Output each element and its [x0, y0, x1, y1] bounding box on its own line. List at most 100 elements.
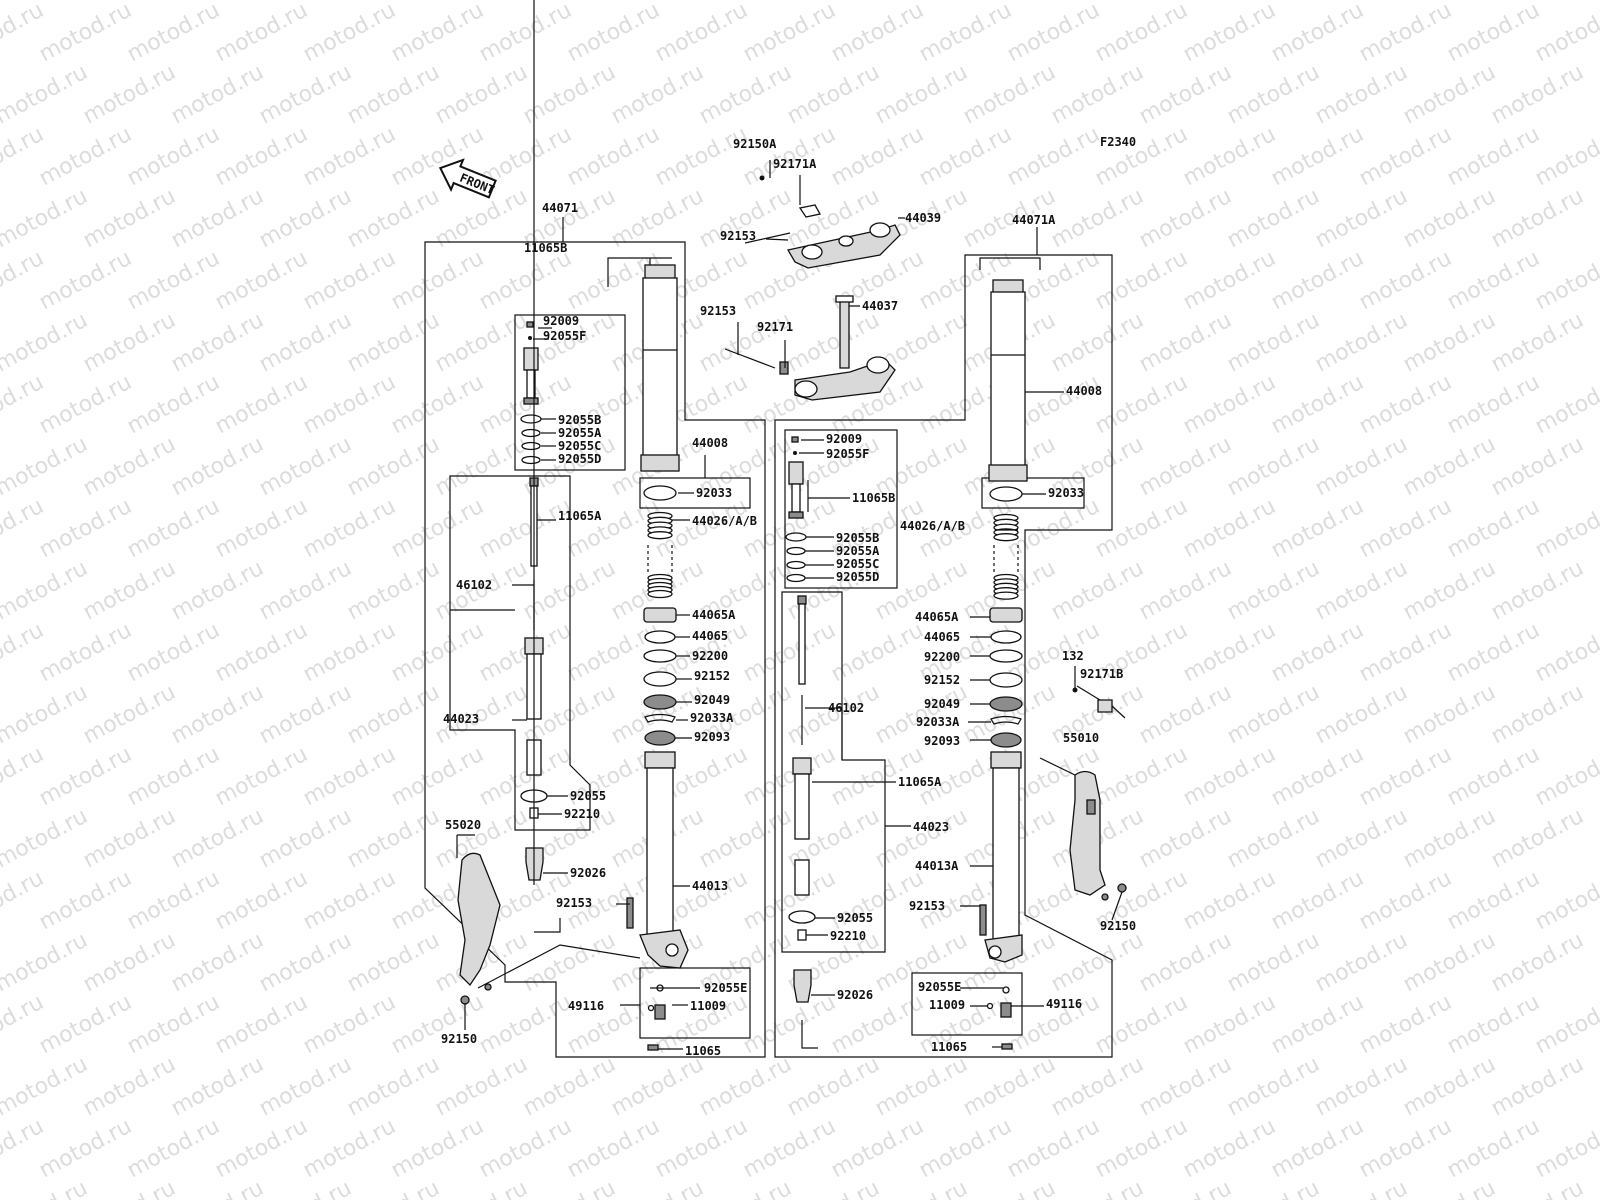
- part-label-r-11065: 11065: [931, 1040, 967, 1054]
- part-label-r-11065b: 11065B: [852, 491, 895, 505]
- watermark-text: motod.ru: [739, 990, 840, 1059]
- watermark-text: motod.ru: [1179, 246, 1280, 315]
- watermark-text: motod.ru: [1047, 308, 1148, 377]
- watermark-text: motod.ru: [519, 1052, 620, 1121]
- part-label-l-11065b: 11065B: [524, 241, 567, 255]
- watermark-text: motod.ru: [1443, 246, 1544, 315]
- left-damper-rod: [520, 0, 548, 885]
- right-cap-assembly: [785, 436, 807, 583]
- left-tube-bracket: [607, 257, 672, 287]
- watermark-text: motod.ru: [35, 246, 136, 315]
- watermark-text: motod.ru: [255, 1052, 356, 1121]
- watermark-text: motod.ru: [1179, 370, 1280, 439]
- watermark-text: motod.ru: [475, 1114, 576, 1183]
- watermark-text: motod.ru: [1003, 1114, 1104, 1183]
- watermark-text: motod.ru: [783, 60, 884, 129]
- left-92033-box: [639, 477, 751, 509]
- watermark-text: motod.ru: [695, 804, 796, 873]
- watermark-text: motod.ru: [255, 0, 356, 5]
- watermark-text: motod.ru: [1267, 246, 1368, 315]
- part-label-r-46102: 46102: [828, 701, 864, 715]
- part-label-l-92026: 92026: [570, 866, 606, 880]
- watermark-text: motod.ru: [0, 680, 92, 749]
- watermark-text: motod.ru: [255, 804, 356, 873]
- watermark-text: motod.ru: [1047, 928, 1148, 997]
- right-spring-44026: [993, 513, 1019, 600]
- part-label-r-92200: 92200: [924, 650, 960, 664]
- watermark-text: motod.ru: [607, 60, 708, 129]
- watermark-text: motod.ru: [739, 618, 840, 687]
- watermark-text: motod.ru: [431, 308, 532, 377]
- part-label-r-92093: 92093: [924, 734, 960, 748]
- watermark-text: motod.ru: [1047, 1176, 1148, 1200]
- watermark-text: motod.ru: [1355, 742, 1456, 811]
- watermark-text: motod.ru: [1443, 494, 1544, 563]
- watermark-text: motod.ru: [871, 0, 972, 5]
- watermark-text: motod.ru: [1355, 990, 1456, 1059]
- watermark-text: motod.ru: [1091, 122, 1192, 191]
- watermark-text: motod.ru: [607, 184, 708, 253]
- watermark-text: motod.ru: [827, 1114, 928, 1183]
- watermark-text: motod.ru: [167, 556, 268, 625]
- part-label-r-92055c: 92055C: [836, 557, 879, 571]
- watermark-text: motod.ru: [343, 556, 444, 625]
- watermark-text: motod.ru: [387, 618, 488, 687]
- left-bolt-92153: [626, 897, 634, 929]
- part-label-l-92210: 92210: [564, 807, 600, 821]
- part-label-l-46102: 46102: [456, 578, 492, 592]
- watermark-text: motod.ru: [607, 1052, 708, 1121]
- watermark-text: motod.ru: [299, 0, 400, 67]
- watermark-text: motod.ru: [1355, 866, 1456, 935]
- part-label-l-92033a: 92033A: [690, 711, 734, 725]
- part-label-r-92009: 92009: [826, 432, 862, 446]
- watermark-text: motod.ru: [343, 928, 444, 997]
- watermark-text: motod.ru: [1223, 308, 1324, 377]
- watermark-text: motod.ru: [1047, 184, 1148, 253]
- watermark-text: motod.ru: [255, 60, 356, 129]
- watermark-text: motod.ru: [79, 1176, 180, 1200]
- watermark-text: motod.ru: [1047, 556, 1148, 625]
- left-axle-parts-box: [639, 967, 751, 1039]
- right-11065: [1001, 1043, 1013, 1050]
- left-fork-guard-55020: [457, 852, 501, 1005]
- watermark-text: motod.ru: [1311, 804, 1412, 873]
- watermark-text: motod.ru: [651, 122, 752, 191]
- spring-spacer-line: [993, 545, 1019, 572]
- watermark-text: motod.ru: [1487, 184, 1588, 253]
- watermark-text: motod.ru: [519, 1176, 620, 1200]
- part-label-l-44023: 44023: [443, 712, 479, 726]
- part-label-r-44013a: 44013A: [915, 859, 959, 873]
- watermark-text: motod.ru: [299, 370, 400, 439]
- part-label-r-92150: 92150: [1100, 919, 1136, 933]
- watermark-text: motod.ru: [1355, 0, 1456, 67]
- part-label-l-92055a: 92055A: [558, 426, 602, 440]
- part-label-r-92033a: 92033A: [916, 715, 960, 729]
- right-fork-guard-55010: [1069, 770, 1127, 901]
- watermark-text: motod.ru: [1443, 0, 1544, 67]
- watermark-text: motod.ru: [167, 928, 268, 997]
- watermark-text: motod.ru: [1135, 0, 1236, 5]
- part-label-p92153-mid: 92153: [700, 304, 736, 318]
- part-label-r-44023: 44023: [913, 820, 949, 834]
- right-oring-92033: [989, 486, 1023, 502]
- spring-coil: [647, 531, 673, 540]
- watermark-text: motod.ru: [1135, 556, 1236, 625]
- part-label-p92153-top: 92153: [720, 229, 756, 243]
- right-bolt-92153: [979, 904, 987, 936]
- left-outer-tube-44013: [639, 751, 689, 969]
- watermark-text: motod.ru: [123, 866, 224, 935]
- watermark-text: motod.ru: [1311, 1052, 1412, 1121]
- part-label-l-44008: 44008: [692, 436, 728, 450]
- watermark-text: motod.ru: [1223, 556, 1324, 625]
- diagram-code: F2340: [1100, 135, 1136, 149]
- part-label-r-92033: 92033: [1048, 486, 1084, 500]
- watermark-text: motod.ru: [0, 60, 92, 129]
- watermark-text: motod.ru: [211, 494, 312, 563]
- left-guard-leader: [477, 944, 641, 989]
- watermark-text: motod.ru: [123, 990, 224, 1059]
- watermark-text: motod.ru: [1003, 0, 1104, 67]
- watermark-text: motod.ru: [1047, 1052, 1148, 1121]
- part-label-r-92055b: 92055B: [836, 531, 879, 545]
- watermark-text: motod.ru: [211, 246, 312, 315]
- watermark-text: motod.ru: [123, 122, 224, 191]
